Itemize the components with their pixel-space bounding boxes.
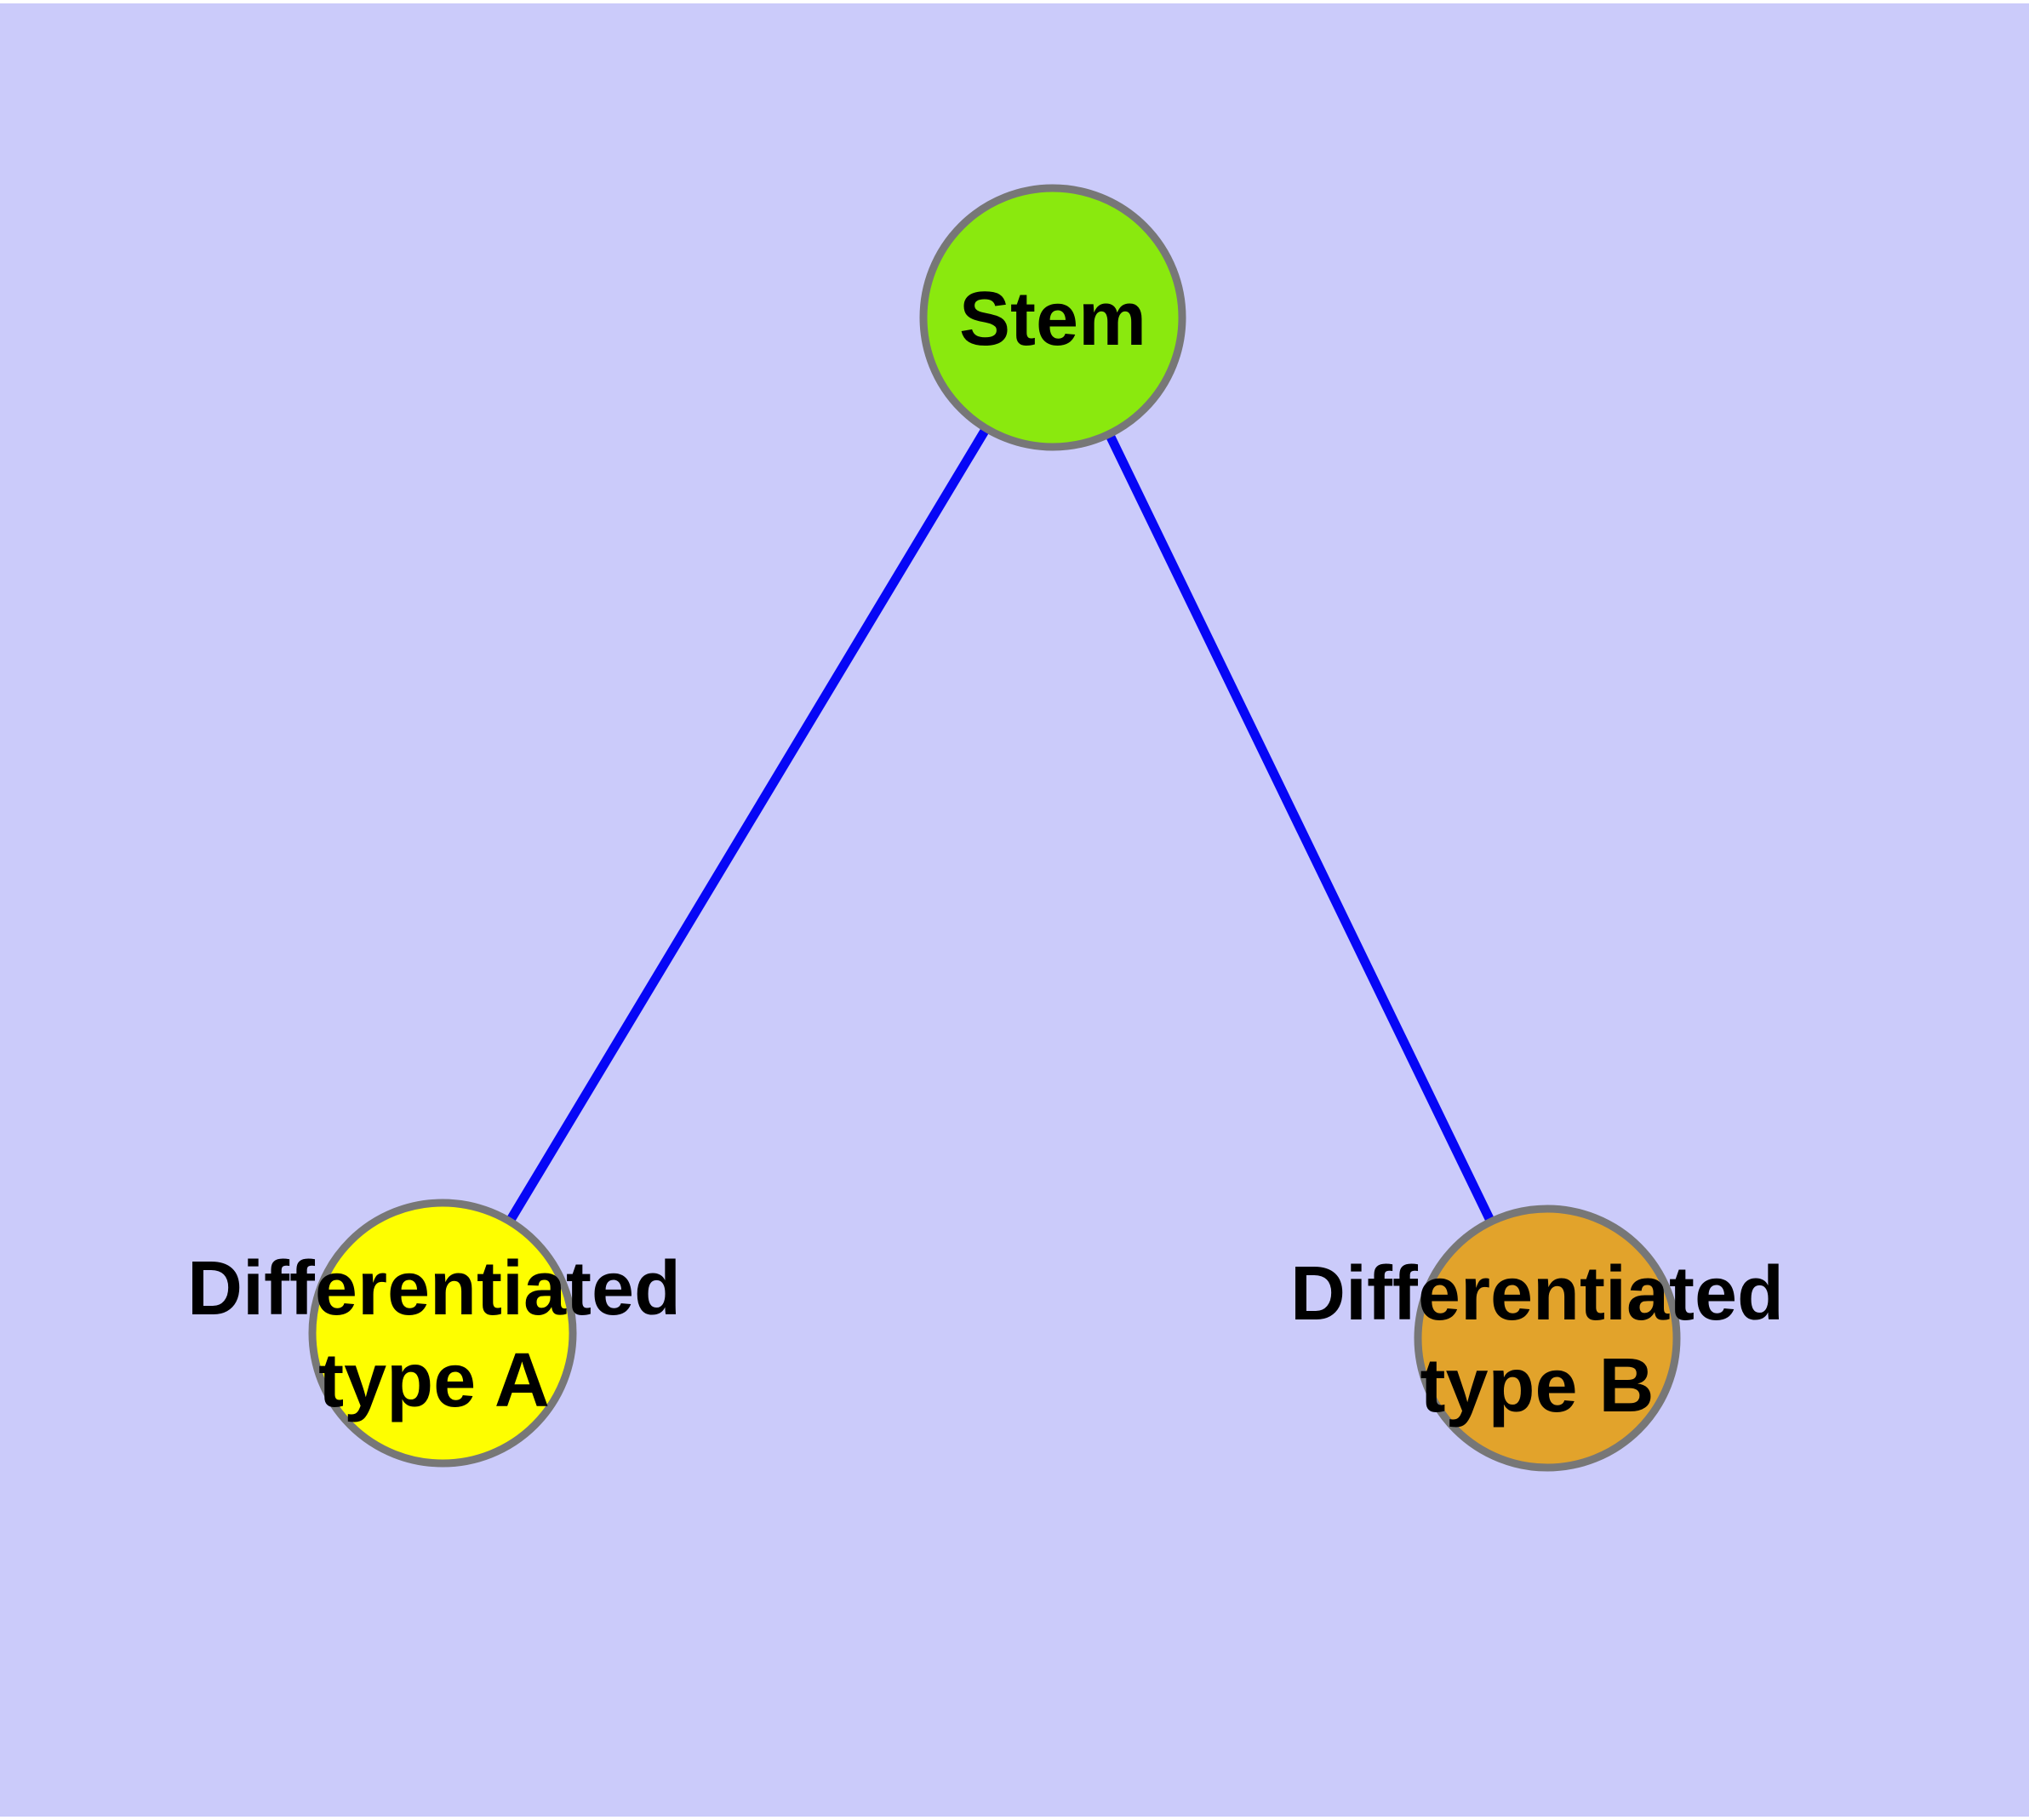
edges-layer <box>438 315 1552 1341</box>
edge-stem-to-differentiated-type-b <box>1049 315 1552 1341</box>
node-circle-differentiated-type-a <box>308 1199 577 1468</box>
edge-stem-to-differentiated-type-a <box>438 315 1057 1336</box>
node-label-stem: Stem <box>959 277 1146 362</box>
node-circle-stem <box>919 184 1186 451</box>
nodes-layer <box>308 184 1681 1472</box>
node-circle-differentiated-type-b <box>1414 1205 1681 1472</box>
